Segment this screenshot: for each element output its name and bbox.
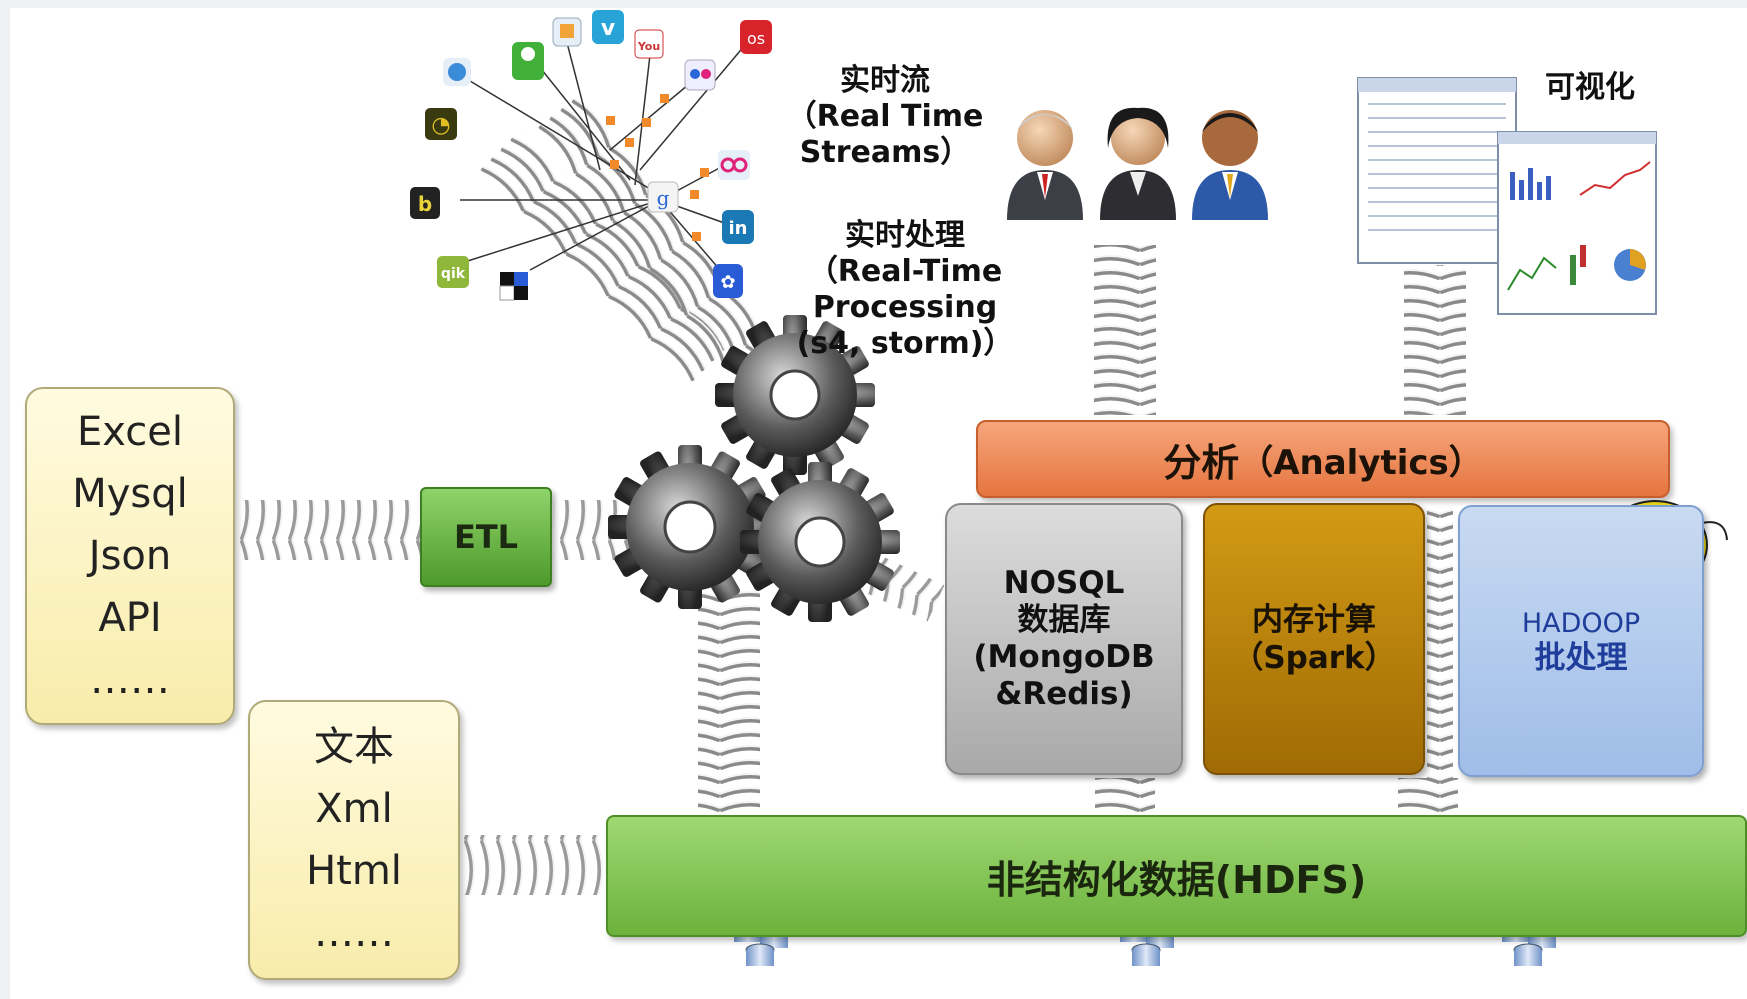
- svg-text:v: v: [601, 16, 616, 41]
- green-person-icon: [512, 42, 544, 80]
- bebo-icon: b: [410, 187, 440, 219]
- linkedin-icon: in: [722, 210, 754, 244]
- hadoop-box: HADOOP 批处理: [1458, 505, 1704, 777]
- etl-box: ETL: [420, 487, 552, 587]
- spring-gears-to-hdfs: [698, 590, 760, 815]
- foursquare-icon: ✿: [713, 264, 743, 298]
- svg-text:✿: ✿: [720, 272, 735, 293]
- gear-icon: [715, 315, 875, 475]
- user-icon: [1007, 110, 1083, 220]
- spring-text-to-hdfs: [462, 835, 604, 895]
- spring-hdfs-to-spark: [1398, 778, 1458, 813]
- qik-icon: qik: [437, 256, 469, 288]
- analytics-zh-label: 分析: [1163, 440, 1240, 485]
- unstructured-sources-box: 文本 Xml Html ……: [248, 700, 460, 980]
- lastfm-icon: os: [740, 20, 772, 54]
- flickr-dots-icon: [684, 59, 716, 91]
- svg-text:b: b: [418, 192, 432, 216]
- source-item: ……: [314, 910, 394, 956]
- spring-social-diagonal-1: [480, 130, 732, 382]
- user-icon: [1192, 110, 1268, 220]
- hdfs-box: 非结构化数据(HDFS): [606, 815, 1747, 937]
- delicious-icon: [499, 272, 528, 301]
- user-icon: [1100, 107, 1176, 220]
- google-icon: g: [647, 181, 679, 213]
- svg-text:◔: ◔: [431, 113, 450, 138]
- spring-hdfs-to-nosql: [1095, 778, 1155, 813]
- spring-spark-hadoop: [1427, 508, 1453, 778]
- gear-icon: [740, 462, 900, 622]
- hdfs-label: 非结构化数据(HDFS): [986, 857, 1367, 902]
- flickr-icon: [552, 17, 582, 47]
- spark-box: 内存计算 （Spark）: [1203, 503, 1425, 775]
- spring-analytics-to-visualization: [1404, 265, 1466, 415]
- svg-text:g: g: [657, 186, 670, 210]
- structured-sources-box: Excel Mysql Json API ……: [25, 387, 235, 725]
- cc-icon: [718, 150, 750, 180]
- rss-icon: ◔: [425, 108, 457, 140]
- gear-icon: [608, 445, 772, 609]
- realtime-streams-label: 实时流 （Real Time Streams）: [786, 63, 984, 170]
- svg-text:in: in: [729, 218, 748, 239]
- svg-text:os: os: [747, 29, 765, 48]
- spring-sources-to-etl: [236, 500, 421, 560]
- source-item: Json: [88, 533, 172, 579]
- realtime-processing-label: 实时处理 （Real-Time Processing (s4, storm)）: [796, 218, 1014, 361]
- vimeo-icon: v: [592, 10, 624, 44]
- spring-analytics-to-users: [1094, 245, 1156, 415]
- source-item: 文本: [314, 724, 394, 770]
- svg-text:You: You: [637, 40, 660, 53]
- etl-label: ETL: [453, 518, 519, 556]
- nosql-box: NOSQL 数据库 (MongoDB &Redis): [945, 503, 1183, 775]
- source-item: Excel: [77, 409, 183, 455]
- source-item: API: [98, 595, 162, 641]
- source-item: Mysql: [72, 471, 188, 517]
- youtube-icon: You: [634, 29, 664, 59]
- svg-text:qik: qik: [441, 266, 466, 282]
- analytics-box: 分析 （Analytics）: [976, 420, 1670, 498]
- analytics-en-label: （Analytics）: [1239, 442, 1483, 483]
- visualization-label: 可视化: [1545, 70, 1635, 105]
- source-item: Xml: [315, 786, 393, 832]
- bird-icon: [443, 58, 471, 86]
- source-item: Html: [306, 848, 402, 894]
- social-network-nodes: [606, 94, 709, 241]
- dashboard-thumbnail: [1357, 77, 1657, 315]
- source-item: ……: [90, 657, 170, 703]
